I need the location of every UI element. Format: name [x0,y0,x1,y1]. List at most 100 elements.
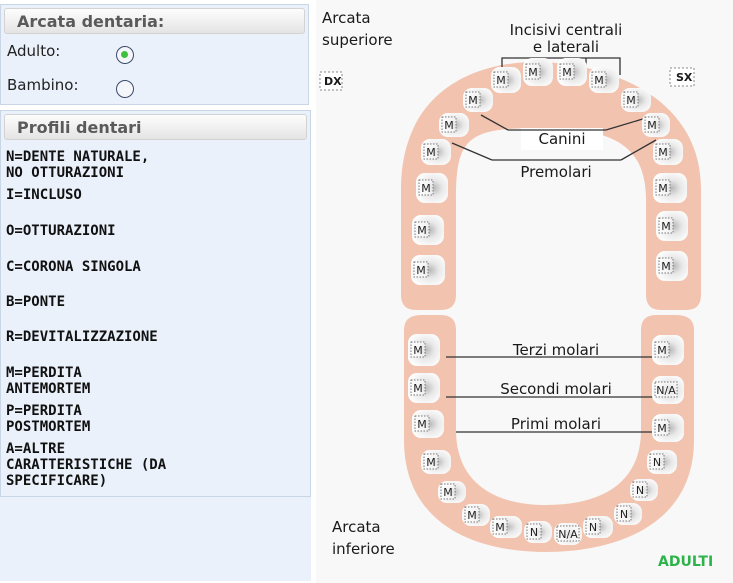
upper-tooth-2[interactable]: M [412,215,444,245]
upper-tooth-15[interactable]: M [656,211,688,241]
tooth-code-box [649,453,665,470]
lower-tooth-8[interactable]: N [524,521,552,543]
incisivi-label-1: Incisivi centrali [510,21,623,39]
tooth-code: M [594,74,604,87]
tooth-code-box [591,71,607,88]
tooth-code: M [421,182,431,195]
incisivi-label-2: e laterali [533,38,599,56]
lower-tooth-12[interactable]: N [630,479,658,501]
lower-tooth-13[interactable]: N [647,450,677,474]
bambino-label: Bambino: [7,76,79,94]
tooth-code: M [413,382,423,395]
upper-tooth-12[interactable]: M [642,113,670,137]
tooth-code: M [661,260,671,273]
profilo-a: A=ALTRE CARATTERISTICHE (DA SPECIFICARE) [6,441,167,489]
upper-tooth-1[interactable]: M [411,255,445,285]
premolari-label: Premolari [520,163,591,181]
tooth-code: N [653,456,661,469]
arcata-dentaria-title: Arcata dentaria: [4,8,305,34]
lower-tooth-3[interactable]: M [412,410,444,438]
lower-tooth-5[interactable]: M [438,481,466,503]
tooth-code: M [426,146,436,159]
dental-chart: Arcata superiore DX SX Incisivi centrali… [316,0,733,583]
upper-tooth-13[interactable]: M [653,139,683,165]
tooth-code: M [417,224,427,237]
tooth-code: N [620,508,628,521]
tooth-code-box [493,71,509,88]
tooth-code: N [636,484,644,497]
profilo-i: I=INCLUSO [6,187,82,203]
tooth-code: M [657,344,667,357]
tooth-code: M [658,146,668,159]
profilo-c: C=CORONA SINGOLA [6,259,141,275]
tooth-code-box [410,341,426,358]
lower-tooth-7[interactable]: M [490,516,522,538]
profilo-m: M=PERDITA ANTEMORTEM [6,365,91,397]
tooth-code: N [530,526,538,539]
tooth-code-box [423,453,439,470]
lower-tooth-16[interactable]: M [652,335,684,365]
tooth-code: M [661,220,671,233]
lower-tooth-14[interactable]: M [652,414,684,442]
tooth-code-box [465,91,481,108]
tooth-code-box [654,341,670,358]
upper-tooth-10[interactable]: M [589,67,619,93]
tooth-code-box [655,143,671,160]
tooth-code-box [441,116,457,133]
tooth-code-box [644,116,660,133]
profilo-o: O=OTTURAZIONI [6,223,116,239]
tooth-code: M [468,94,478,107]
arcata-superiore-label-1: Arcata [322,9,371,27]
primi-molari-label: Primi molari [511,415,601,433]
upper-tooth-6[interactable]: M [463,88,493,112]
left-empty-area [0,497,311,581]
lower-tooth-6[interactable]: M [462,504,490,526]
canini-label: Canini [538,130,585,148]
upper-tooth-4[interactable]: M [421,139,451,165]
lower-tooth-4[interactable]: M [421,450,451,474]
lower-tooth-15[interactable]: N/A [652,376,684,404]
arcata-superiore-label-2: superiore [322,31,393,49]
tooth-code: M [647,119,657,132]
profili-dentari-title: Profili dentari [4,114,307,140]
upper-tooth-3[interactable]: M [416,173,448,203]
upper-tooth-5[interactable]: M [439,113,469,137]
tooth-code-box [464,506,480,523]
adulti-label: ADULTI [658,554,713,570]
profilo-n: N=DENTE NATURALE, NO OTTURAZIONI [6,149,150,181]
bambino-radio[interactable] [116,80,134,98]
secondi-molari-label: Secondi molari [500,380,612,398]
tooth-code-box [410,379,426,396]
upper-tooth-16[interactable]: M [656,251,688,281]
tooth-code-box [585,518,601,535]
tooth-code-box [413,261,429,278]
profilo-p: P=PERDITA POSTMORTEM [6,403,91,435]
tooth-code-box [414,415,430,432]
lower-tooth-2[interactable]: M [408,373,440,403]
lower-tooth-11[interactable]: N [614,503,642,525]
tooth-code: N [589,521,597,534]
lower-tooth-1[interactable]: M [408,334,440,366]
tooth-code: M [416,264,426,277]
upper-tooth-11[interactable]: M [621,88,651,112]
adulto-label: Adulto: [7,42,61,60]
tooth-code-box [440,483,456,500]
tooth-code-box [414,221,430,238]
upper-tooth-8[interactable]: M [523,58,553,86]
tooth-code-box [423,143,439,160]
tooth-code: M [426,456,436,469]
upper-tooth-9[interactable]: M [557,58,587,86]
tooth-code: M [626,94,636,107]
tooth-code-box [658,217,674,234]
lower-tooth-10[interactable]: N [583,516,613,538]
tooth-code-box [559,63,575,80]
tooth-code-box [654,419,670,436]
arcata-inferiore-label-2: inferiore [332,540,395,558]
tooth-code: M [658,182,668,195]
adulto-radio[interactable] [116,46,134,64]
arcata-inferiore-label-1: Arcata [332,518,381,536]
upper-tooth-14[interactable]: M [653,173,687,203]
lower-tooth-9[interactable]: N/A [554,523,582,545]
upper-tooth-7[interactable]: M [491,67,521,93]
tooth-code: M [562,66,572,79]
